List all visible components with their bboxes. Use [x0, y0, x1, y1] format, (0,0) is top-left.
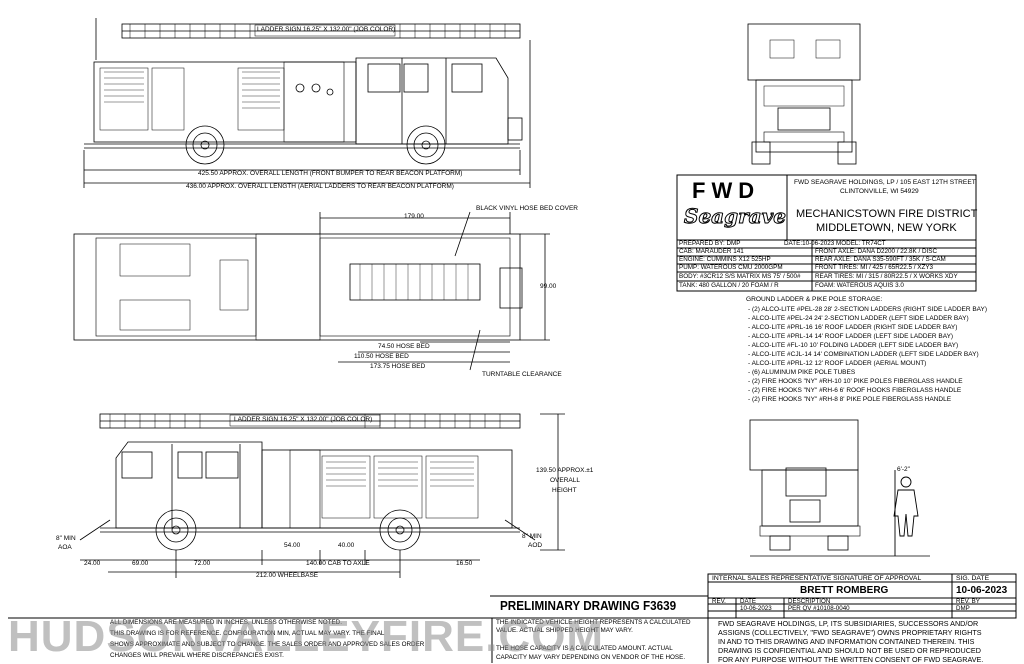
- footer-mid-line: CAPACITY MAY VARY DEPENDING ON VENDOR OF…: [496, 654, 686, 661]
- rev-date: 10-06-2023: [740, 605, 772, 612]
- spec-left: PUMP: WATEROUS CMU 2000GPM: [679, 264, 783, 271]
- internal-sig-label: INTERNAL SALES REPRESENTATIVE SIGNATURE …: [712, 575, 922, 582]
- spec-right: DATE:10-06-2023 MODEL: TR74CT: [784, 240, 886, 247]
- hose-bed-cover-label: BLACK VINYL HOSE BED COVER: [476, 205, 578, 212]
- spec-right: FOAM: WATEROUS AQUIS 3.0: [815, 282, 904, 289]
- storage-item: - ALCO-LITE #PRL-12 12' ROOF LADDER (AER…: [748, 360, 927, 367]
- date-label: DATE: [740, 598, 757, 605]
- storage-item: - (2) FIRE HOOKS "NY" #RH-10 10' PIKE PO…: [748, 378, 963, 385]
- dim-40: 40.00: [338, 542, 355, 549]
- dim-16: 16.50: [456, 560, 473, 567]
- plan-view: [73, 211, 550, 371]
- person-height-label: 6'-2": [897, 466, 910, 473]
- storage-item: - ALCO-LITE #PEL-24 24' 2-SECTION LADDER…: [748, 315, 969, 322]
- spec-right: FRONT TIRES: MI / 425 / 65R22.5 / XZY3: [815, 264, 934, 271]
- approval-block-lines: [8, 573, 1017, 663]
- aod-1: 8" MIN: [522, 533, 542, 540]
- storage-item: - (2) ALCO-LITE #PEL-28 28' 2-SECTION LA…: [748, 306, 988, 313]
- rep-name: BRETT ROMBERG: [800, 585, 889, 596]
- footer-mid-line: THE INDICATED VEHICLE HEIGHT REPRESENTS …: [496, 619, 691, 626]
- customer-name: MECHANICSTOWN FIRE DISTRICT: [796, 208, 978, 220]
- dim-140: 140.00 CAB TO AXLE: [306, 560, 370, 567]
- spec-left: BODY: #3CR12 S/S MATRIX MS 75' / 500#: [679, 273, 801, 280]
- company-city: CLINTONVILLE, WI 54929: [840, 188, 919, 195]
- footer-right-line: DRAWING IS CONFIDENTIAL AND SHOULD NOT B…: [718, 646, 981, 655]
- rear-view: [749, 419, 930, 557]
- dim-179: 179.00: [404, 213, 424, 220]
- storage-item: - ALCO-LITE #PRL-14 14' ROOF LADDER (LEF…: [748, 333, 954, 340]
- footer-right-line: IN AND TO THIS DRAWING AND INFORMATION C…: [718, 637, 975, 646]
- footer-right-line: FOR ANY PURPOSE WITHOUT THE WRITTEN CONS…: [718, 655, 984, 664]
- overall-height-2: OVERALL: [550, 477, 580, 484]
- storage-item: - (6) ALUMINUM PIKE POLE TUBES: [748, 369, 856, 376]
- watermark: HUDSONVALLEYFIRE.COM: [8, 612, 605, 661]
- rev-description: PER QV #10108-0040: [788, 605, 850, 612]
- preliminary-drawing-title: PRELIMINARY DRAWING F3639: [500, 598, 677, 613]
- company-address: FWD SEAGRAVE HOLDINGS, LP / 105 EAST 12T…: [794, 179, 976, 186]
- title-block-lines: [676, 174, 977, 292]
- storage-item: - (2) FIRE HOOKS "NY" #RH-8 8' PIKE POLE…: [748, 396, 952, 403]
- ladder-sign-label-top: LADDER SIGN 16.25" X 132.00" (JOB COLOR): [257, 26, 396, 33]
- spec-left: TANK: 480 GALLON / 20 FOAM / R: [679, 282, 779, 289]
- description-label: DESCRIPTION: [788, 598, 831, 605]
- overall-length-1: 425.50 APPROX. OVERALL LENGTH (FRONT BUM…: [198, 170, 463, 177]
- footer-left-line: CHANGES WILL PREVAIL WHERE DISCREPANCIES…: [110, 652, 284, 659]
- spec-right: REAR AXLE: DANA S35-590FT / 35K / S-CAM: [815, 256, 946, 263]
- dim-72: 72.00: [194, 560, 211, 567]
- dim-69: 69.00: [132, 560, 149, 567]
- spec-left: ENGINE: CUMMINS X12 525HP: [679, 256, 771, 263]
- aoa-2: AOA: [58, 544, 72, 551]
- overall-length-2: 436.00 APPROX. OVERALL LENGTH (AERIAL LA…: [186, 183, 454, 190]
- spec-left: CAB: MARAUDER 141: [679, 248, 744, 255]
- turntable-clearance-label: TURNTABLE CLEARANCE: [482, 371, 562, 378]
- hose-bed-74: 74.50 HOSE BED: [378, 343, 430, 350]
- storage-heading: GROUND LADDER & PIKE POLE STORAGE:: [746, 296, 883, 303]
- sig-date: 10-06-2023: [956, 585, 1008, 596]
- side-view-top: [83, 18, 531, 188]
- wheelbase-label: 212.00 WHEELBASE: [256, 572, 319, 579]
- dim-24: 24.00: [84, 560, 101, 567]
- aod-2: AOD: [528, 542, 543, 549]
- rev-by-label: REV. BY: [956, 598, 980, 605]
- footer-left-line: THIS DRAWING IS FOR REFERENCE. CONFIGURA…: [110, 630, 385, 637]
- footer-mid-line: VALUE. ACTUAL SHIPPED HEIGHT MAY VARY.: [496, 627, 633, 634]
- sig-date-label: SIG. DATE: [956, 575, 990, 582]
- overall-height-3: HEIGHT: [552, 487, 577, 494]
- storage-item: - (2) FIRE HOOKS "NY" #RH-6 6' ROOF HOOK…: [748, 387, 962, 394]
- footer-right-line: FWD SEAGRAVE HOLDINGS, LP, ITS SUBSIDIAR…: [718, 619, 979, 628]
- rev-by: DMP: [956, 605, 970, 612]
- seagrave-logo: Seagrave: [684, 204, 787, 229]
- rev-label: REV.: [712, 598, 726, 605]
- firefighter-figure: [893, 470, 919, 556]
- hose-bed-110: 110.50 HOSE BED: [354, 353, 409, 360]
- footer-right-line: ASSIGNS (COLLECTIVELY, "FWD SEAGRAVE") O…: [718, 628, 982, 637]
- aoa-1: 8" MIN: [56, 535, 76, 542]
- hose-bed-173: 173.75 HOSE BED: [370, 363, 426, 370]
- storage-item: - ALCO-LITE #PRL-16 16' ROOF LADDER (RIG…: [748, 324, 958, 331]
- spec-right: REAR TIRES: MI / 315 / 80R22.5 / X WORKS…: [815, 273, 958, 280]
- storage-item: - ALCO-LITE #FL-10 10' FOLDING LADDER (L…: [748, 342, 959, 349]
- ladder-sign-label-bottom: LADDER SIGN 16.25" X 132.00" (JOB COLOR): [234, 416, 373, 423]
- footer-left-line: SHOWS APPROXIMATE AND SUBJECT TO CHANGE.…: [110, 641, 425, 648]
- storage-item: - ALCO-LITE #CJL-14 14' COMBINATION LADD…: [748, 351, 979, 358]
- dim-99: 99.00: [540, 283, 557, 290]
- spec-right: FRONT AXLE: DANA D2200 / 22.8K / DISC: [815, 248, 938, 255]
- footer-mid-line: THE HOSE CAPACITY IS A CALCULATED AMOUNT…: [496, 645, 673, 652]
- front-view: [747, 23, 861, 165]
- dim-54: 54.00: [284, 542, 301, 549]
- side-view-bottom: [79, 413, 565, 578]
- overall-height-1: 139.50 APPROX.±1: [536, 467, 594, 474]
- fwd-logo: FWD: [692, 178, 761, 203]
- customer-location: MIDDLETOWN, NEW YORK: [816, 222, 957, 234]
- footer-left-line: ALL DIMENSIONS ARE MEASURED IN INCHES, U…: [110, 619, 342, 626]
- spec-left: PREPARED BY: DMP: [679, 240, 741, 247]
